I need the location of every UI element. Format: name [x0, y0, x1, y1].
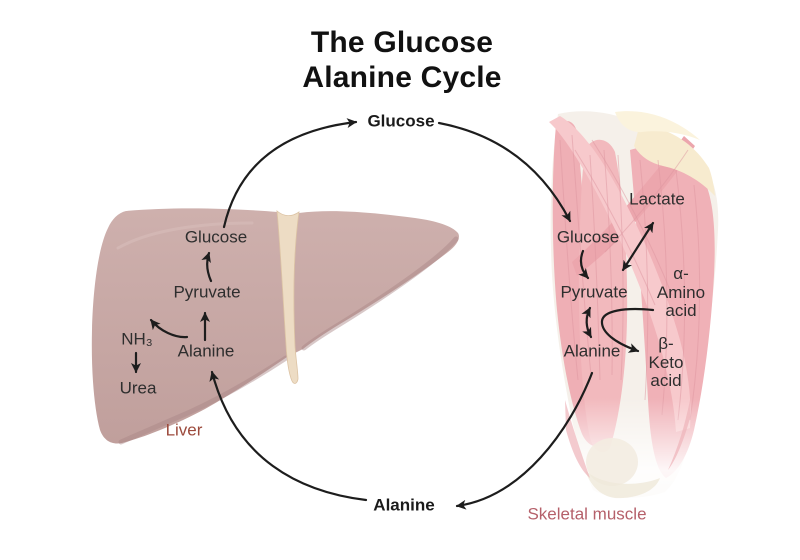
- arrow-liver-glucose-to-top-glucose: [222, 118, 358, 229]
- arrow-muscle-amino-to-keto: [600, 307, 655, 353]
- skeletal-muscle-caption: Skeletal muscle: [527, 504, 647, 524]
- falciform-ligament: [276, 210, 300, 384]
- liver-top-highlight: [116, 221, 254, 250]
- muscle-lactate-label: Lactate: [629, 189, 685, 209]
- liver-caption: Liver: [165, 420, 203, 440]
- skeletal-muscle-illustration: [543, 111, 723, 502]
- knee-condyle: [585, 470, 660, 499]
- arrow-top-glucose-to-muscle-glucose: [437, 121, 572, 223]
- liver-illustration: [91, 208, 459, 445]
- liver-urea-label: Urea: [119, 378, 157, 398]
- arrow-bottom-alanine-to-liver-alanine: [209, 370, 368, 502]
- muscle-counter-band: [572, 136, 695, 276]
- muscle-fascia-cream: [634, 124, 715, 196]
- arrow-liver-pyruvate-to-glucose: [201, 251, 213, 283]
- cycle-bottom-alanine-label: Alanine: [373, 495, 435, 515]
- muscle-striations: [559, 134, 701, 421]
- muscle-alpha-amino-acid-label: α- Amino acid: [656, 263, 706, 321]
- liver-body: [91, 208, 459, 444]
- arrow-muscle-alanine-to-bottom-alanine: [455, 371, 594, 510]
- arrow-muscle-pyruvate-lactate-double: [621, 221, 655, 272]
- cycle-top-glucose-label: Glucose: [367, 111, 435, 131]
- arrow-muscle-glucose-to-pyruvate: [578, 249, 590, 280]
- muscle-alanine-label: Alanine: [563, 341, 621, 361]
- liver-bottom-shade-right: [301, 236, 459, 351]
- liver-nh3-label: NH₃: [121, 329, 153, 349]
- knee-patella: [586, 438, 638, 486]
- liver-bottom-shade-left: [118, 355, 289, 445]
- arrow-muscle-pyruvate-alanine-double: [581, 306, 593, 339]
- muscle-pyruvate-label: Pyruvate: [560, 282, 628, 302]
- liver-glucose-label: Glucose: [184, 227, 248, 247]
- liver-pyruvate-label: Pyruvate: [173, 282, 241, 302]
- muscle-glucose-label: Glucose: [556, 227, 620, 247]
- muscle-beta-keto-acid-label: β- Keto acid: [648, 333, 684, 391]
- arrow-liver-alanine-to-nh3: [149, 318, 189, 339]
- muscle-fascia-cream-top: [615, 111, 700, 140]
- page-title: The Glucose Alanine Cycle: [302, 25, 502, 94]
- knee-muscle-left: [565, 400, 590, 478]
- liver-alanine-label: Alanine: [177, 341, 235, 361]
- pathway-arrows: [131, 118, 655, 510]
